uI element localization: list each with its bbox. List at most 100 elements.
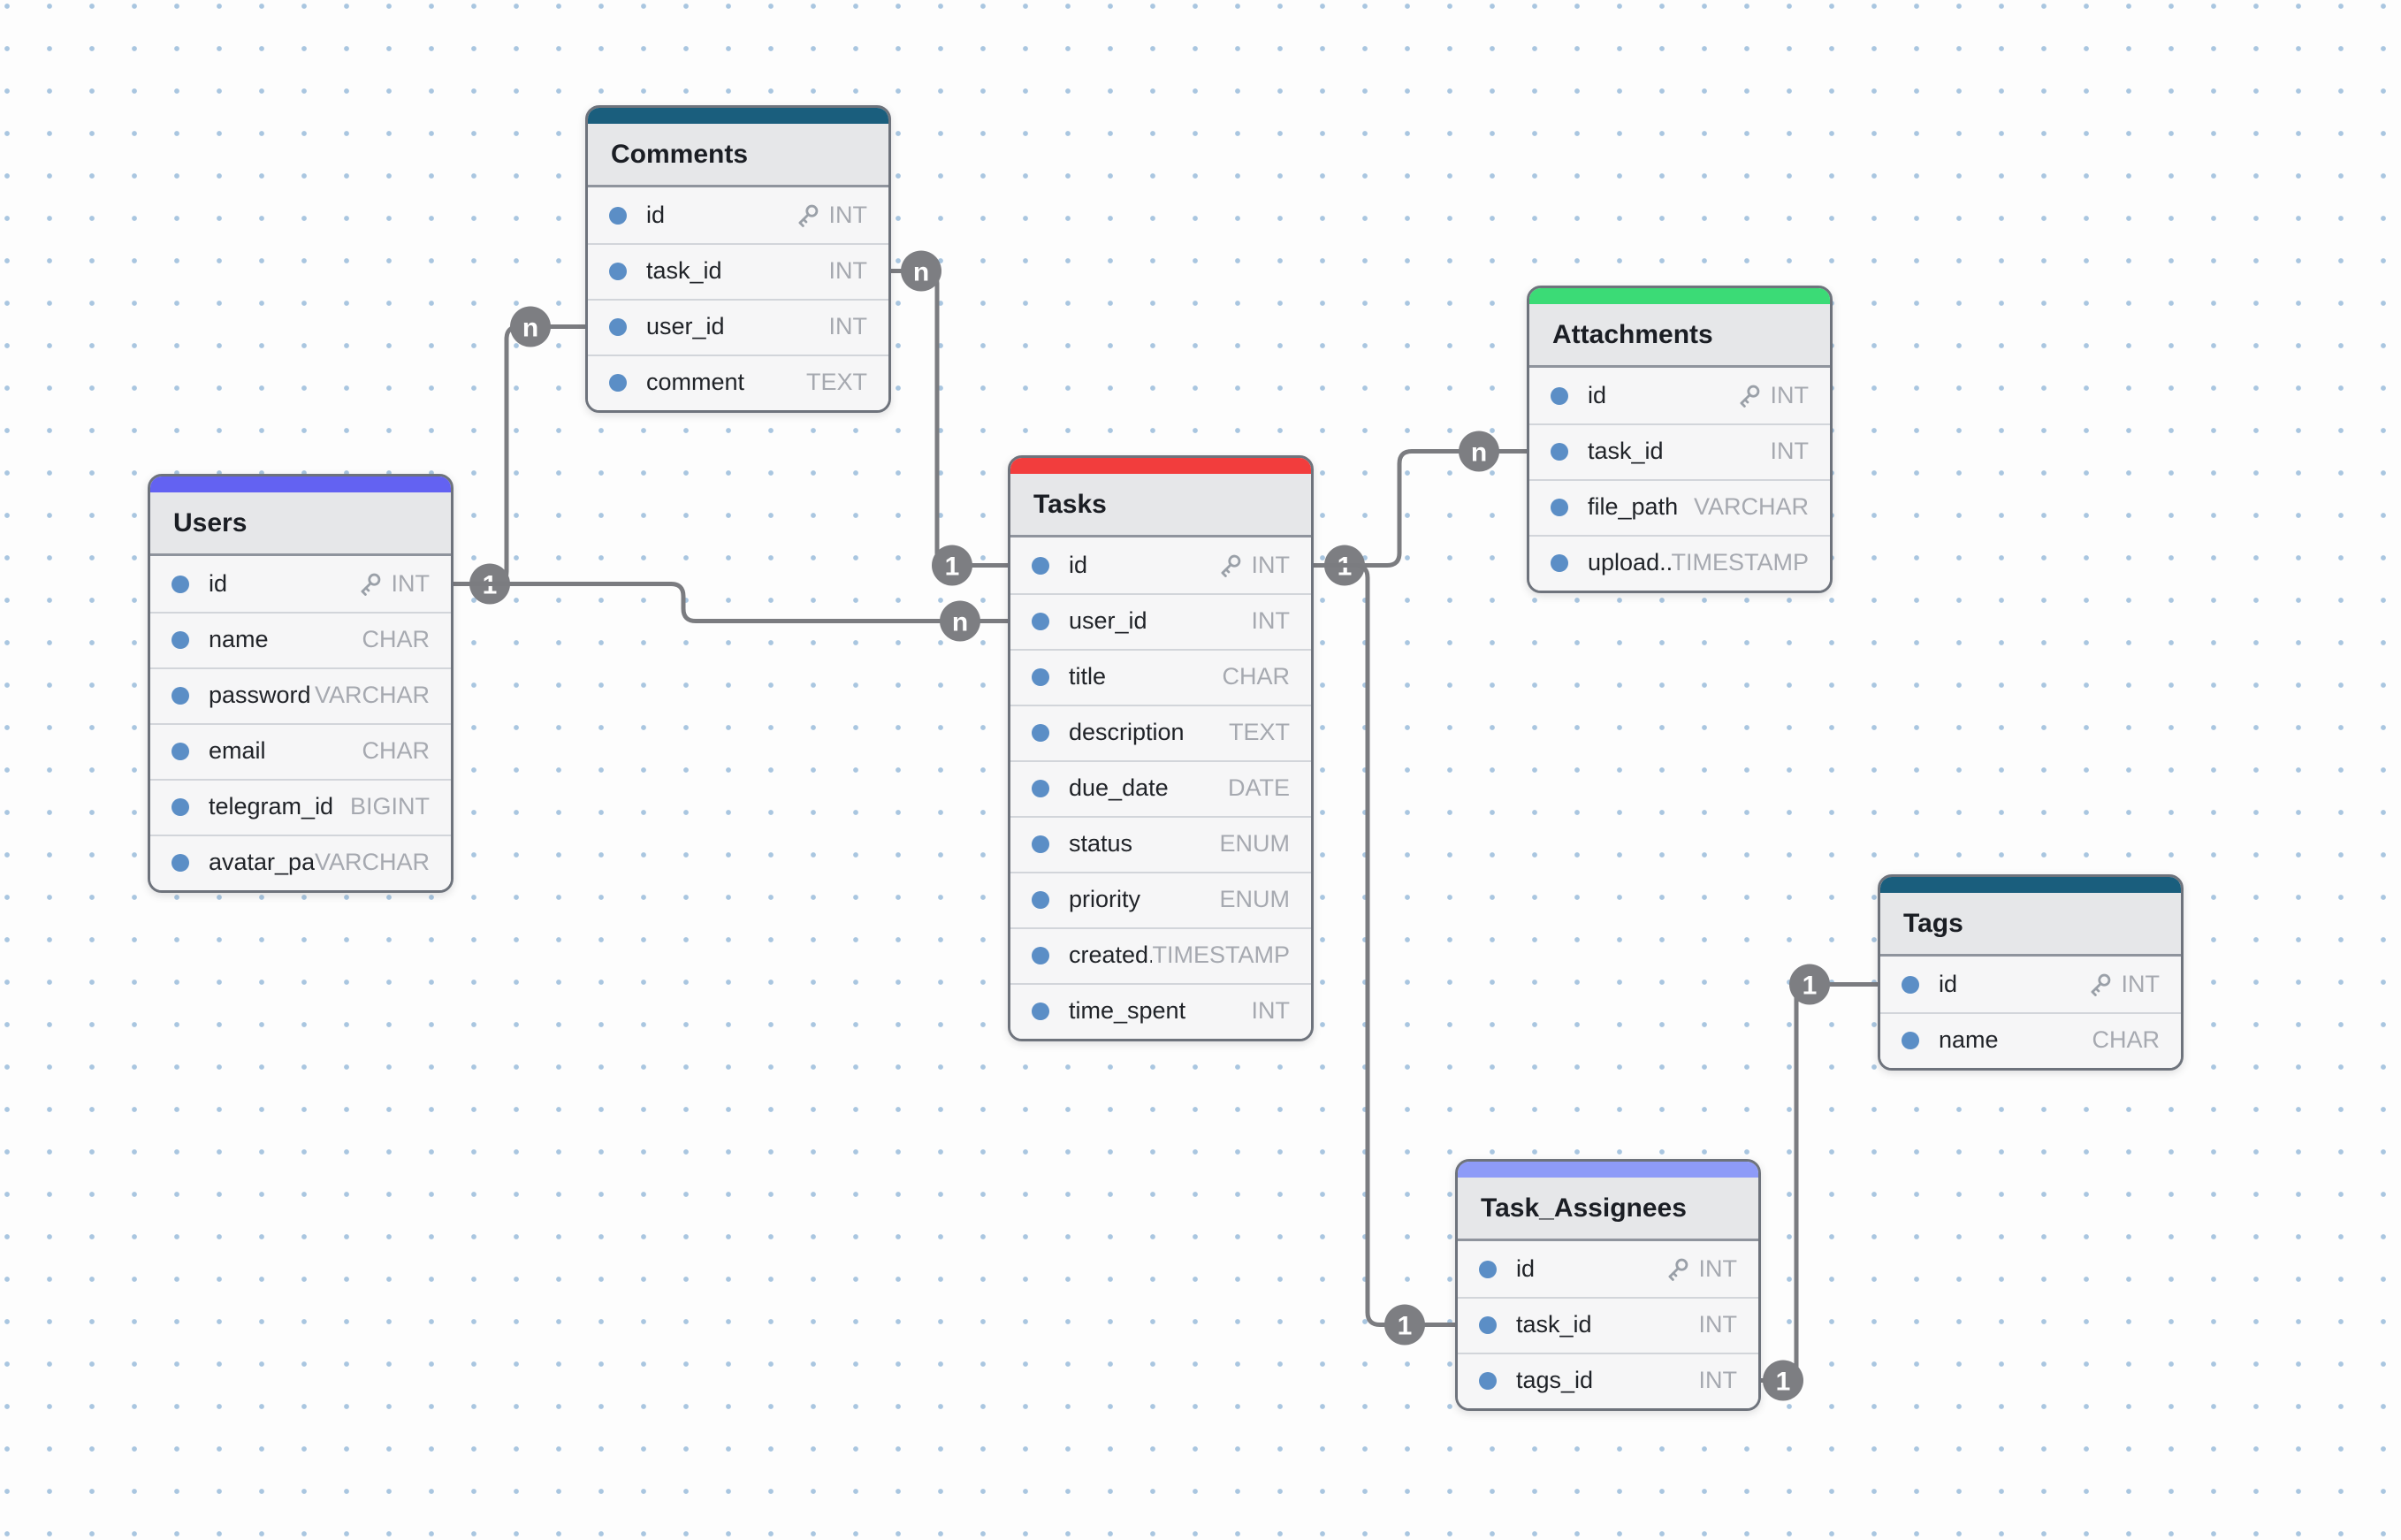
field-dot-icon — [1479, 1371, 1497, 1390]
field-name: id — [646, 202, 666, 228]
field-name: created... — [1069, 942, 1152, 968]
cardinality-badge-circle — [940, 600, 980, 642]
field-name: task_id — [1588, 438, 1664, 464]
relationship-tasks-id--task_assignees-task_id[interactable] — [1311, 563, 1458, 1327]
field-type: CHAR — [1222, 663, 1290, 690]
field-type: INT — [828, 202, 868, 228]
field-type: INT — [1698, 1255, 1738, 1282]
field-type: INT — [1251, 607, 1291, 634]
field-row-users-avatar_pa[interactable]: avatar_pa...VARCHAR — [150, 835, 451, 890]
cardinality-label: n — [913, 257, 929, 286]
table-title: Comments — [611, 139, 749, 169]
field-dot-icon — [1551, 386, 1568, 405]
relationship-comments-task_id--tasks-id[interactable] — [888, 269, 1010, 568]
field-dot-icon — [1032, 1002, 1049, 1020]
field-dot-icon — [1032, 556, 1049, 575]
field-name: id — [209, 570, 228, 597]
field-row-tasks-created[interactable]: created...TIMESTAMP — [1010, 927, 1311, 983]
field-type: VARCHAR — [314, 682, 430, 708]
field-dot-icon — [1032, 667, 1049, 686]
field-name: comment — [646, 369, 745, 395]
field-name: user_id — [646, 313, 725, 339]
field-type: CHAR — [362, 737, 430, 764]
table-title: Users — [173, 507, 248, 537]
field-row-attachments-upload[interactable]: upload...TIMESTAMP — [1529, 535, 1830, 591]
primary-key-icon — [361, 573, 380, 596]
field-row-tasks-user_id[interactable]: user_id INT — [1010, 593, 1311, 649]
field-name: id — [1939, 971, 1958, 997]
cardinality-label: n — [952, 607, 968, 637]
field-type: INT — [828, 257, 868, 284]
field-dot-icon — [1551, 498, 1568, 516]
field-type: CHAR — [362, 626, 430, 652]
field-name: telegram_id — [209, 793, 334, 820]
field-row-comments-comment[interactable]: comment TEXT — [588, 355, 888, 410]
field-name: id — [1588, 382, 1607, 408]
field-name: password — [209, 682, 311, 708]
table-header-attachments[interactable]: Attachments — [1529, 304, 1830, 368]
field-dot-icon — [1032, 779, 1049, 797]
cardinality-badge-circle — [901, 250, 941, 292]
field-row-users-telegram_id[interactable]: telegram_id BIGINT — [150, 779, 451, 835]
table-header-tasks[interactable]: Tasks — [1010, 474, 1311, 537]
relationship-task_assignees-tags_id--tags-id[interactable] — [1758, 982, 1880, 1383]
relationship-users-id--tasks-user_id[interactable] — [451, 582, 1010, 623]
field-type: BIGINT — [349, 793, 430, 820]
field-name: user_id — [1069, 607, 1147, 634]
field-row-comments-id[interactable]: id INT — [588, 187, 888, 243]
table-header-task_assignees[interactable]: Task_Assignees — [1458, 1178, 1758, 1241]
field-dot-icon — [1479, 1315, 1497, 1334]
field-dot-icon — [1551, 553, 1568, 572]
field-name: priority — [1069, 886, 1141, 912]
field-name: avatar_pa... — [209, 849, 315, 875]
table-header-users[interactable]: Users — [150, 492, 451, 556]
relationship-tasks-id--attachments-task_id[interactable] — [1311, 449, 1529, 568]
table-title: Tags — [1903, 908, 1963, 938]
field-row-users-name[interactable]: name CHAR — [150, 612, 451, 667]
field-dot-icon — [172, 742, 189, 760]
field-type: TEXT — [805, 369, 867, 395]
field-name: time_spent — [1069, 997, 1186, 1024]
table-title: Tasks — [1033, 489, 1107, 519]
table-accent-bar — [1529, 288, 1830, 304]
relationship-comments-user_id--users-id[interactable] — [451, 324, 588, 586]
cardinality-badge: 1 — [932, 545, 972, 586]
cardinality-badge: n — [1459, 431, 1499, 472]
field-name: name — [209, 626, 269, 652]
cardinality-badge-circle — [1384, 1304, 1425, 1346]
field-dot-icon — [1032, 890, 1049, 909]
field-name: file_path — [1588, 493, 1679, 520]
cardinality-badge-circle — [1763, 1360, 1803, 1401]
table-header-comments[interactable]: Comments — [588, 124, 888, 187]
field-type: VARCHAR — [314, 849, 430, 875]
table-header-tags[interactable]: Tags — [1880, 893, 2181, 957]
cardinality-badge: n — [940, 600, 980, 642]
